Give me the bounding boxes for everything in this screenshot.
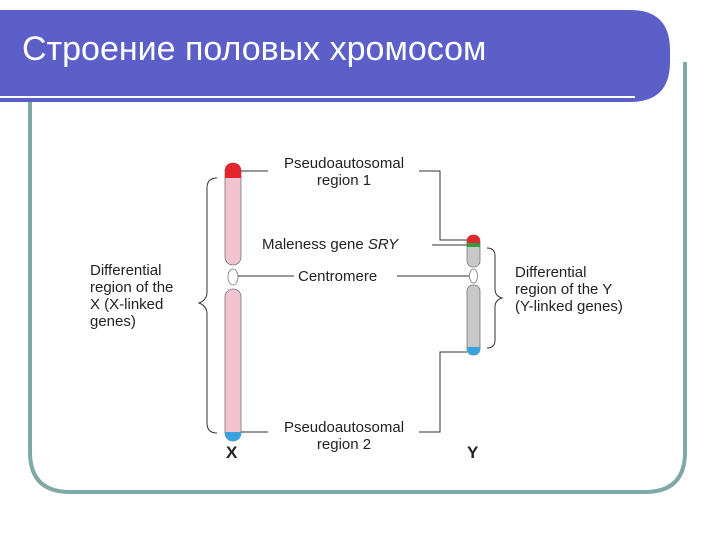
diff-y-line3: (Y-linked genes) [515, 298, 623, 315]
x-chromosome [225, 163, 241, 441]
x-chromosome-upper-arm [225, 163, 241, 265]
maleness-prefix: Maleness gene [262, 236, 368, 253]
x-chromosome-lower-arm [225, 289, 241, 441]
centromere-label: Centromere [298, 268, 377, 285]
pseudoautosomal-region-2-label: Pseudoautosomal region 2 [268, 419, 420, 453]
slide-title: Строение половых хромосом [22, 30, 486, 69]
y-chromosome [467, 235, 480, 355]
diff-x-line1: Differential [90, 262, 173, 279]
pseudo2-line2: region 2 [268, 436, 420, 453]
y-chromosome-lower-arm [467, 285, 480, 355]
x-pseudoautosomal-region-1 [225, 163, 241, 178]
diff-x-line3: X (X-linked [90, 296, 173, 313]
diff-x-line4: genes) [90, 313, 173, 330]
x-centromere [228, 269, 238, 285]
y-chromosome-label: Y [467, 444, 478, 461]
x-differential-brace [199, 178, 217, 433]
diff-y-line2: region of the Y [515, 281, 623, 298]
maleness-gene-label: Maleness gene SRY [262, 236, 398, 253]
pseudo1-line2: region 1 [268, 172, 420, 189]
sry-gene-name: SRY [368, 236, 398, 253]
pseudo2-line1: Pseudoautosomal [268, 419, 420, 436]
x-differential-region-label: Differential region of the X (X-linked g… [90, 262, 173, 330]
y-sry-gene [467, 243, 480, 247]
diff-x-line2: region of the [90, 279, 173, 296]
y-centromere [470, 269, 478, 283]
pseudoautosomal-region-1-label: Pseudoautosomal region 1 [268, 155, 420, 189]
pseudo1-y-connector [419, 171, 467, 240]
y-differential-brace [487, 248, 502, 348]
y-differential-region-label: Differential region of the Y (Y-linked g… [515, 264, 623, 315]
pseudo1-line1: Pseudoautosomal [268, 155, 420, 172]
x-chromosome-label: X [226, 444, 237, 461]
x-pseudoautosomal-region-2 [225, 432, 241, 441]
diff-y-line1: Differential [515, 264, 623, 281]
pseudo2-y-connector [419, 352, 467, 432]
